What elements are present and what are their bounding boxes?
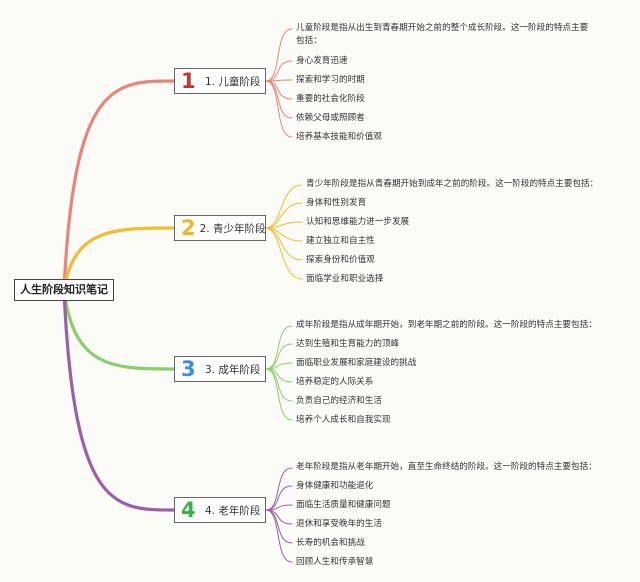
fan-line-1-5	[265, 80, 293, 138]
stage-number-icon: 2	[181, 216, 196, 240]
stage-node-3[interactable]: 3 3. 成年阶段	[174, 356, 266, 382]
branch-line-3	[62, 288, 176, 371]
characteristic-item: 培养稳定的人际关系	[296, 377, 374, 387]
characteristic-item: 身体和性别发育	[306, 198, 367, 208]
stage-label: 3. 成年阶段	[205, 363, 261, 376]
branch-line-4	[62, 288, 176, 512]
stage-label: 1. 儿童阶段	[205, 75, 261, 88]
fan-line-1-0	[265, 28, 293, 82]
characteristic-item: 探索身份和价值观	[306, 255, 375, 265]
characteristic-item: 长寿的机会和挑战	[296, 538, 365, 548]
stage-label: 4. 老年阶段	[205, 504, 261, 517]
branch-line-1	[62, 79, 176, 292]
stage-description: 成年阶段是指从成年期开始，到老年期之前的阶段。这一阶段的特点主要包括：	[296, 320, 597, 330]
stage-node-1[interactable]: 1 1. 儿童阶段	[174, 68, 266, 94]
stage-description: 儿童阶段是指从出生到青春期开始之前的整个成长阶段。这一阶段的特点主要包括：	[296, 23, 589, 46]
fan-line-4-5	[265, 509, 293, 563]
characteristic-item: 建立独立和自主性	[306, 236, 375, 246]
fan-line-3-1	[265, 343, 293, 370]
branch-line-2	[62, 226, 176, 292]
characteristic-item: 面临职业发展和家庭建设的挑战	[296, 358, 417, 368]
fan-line-2-5	[265, 227, 303, 280]
characteristic-item: 重要的社会化阶段	[296, 94, 365, 104]
characteristic-item: 负责自己的经济和生活	[296, 396, 382, 406]
characteristic-item: 退休和享受晚年的生活	[296, 519, 382, 529]
characteristic-item: 面临学业和职业选择	[306, 274, 384, 284]
characteristic-item: 达到生殖和生育能力的顶峰	[296, 339, 400, 349]
characteristic-item: 回顾人生和传承智慧	[296, 557, 374, 567]
fan-line-2-1	[265, 202, 303, 229]
fan-line-4-3	[265, 509, 293, 525]
characteristic-item: 依赖父母或照顾者	[296, 113, 365, 123]
stage-number-icon: 3	[181, 357, 196, 381]
root-node[interactable]: 人生阶段知识笔记	[14, 279, 114, 301]
fan-line-2-4	[265, 227, 303, 261]
characteristic-item: 培养个人成长和自我实现	[296, 415, 391, 425]
characteristic-item: 探索和学习的时期	[296, 75, 365, 85]
stage-label: 2. 青少年阶段	[199, 222, 266, 235]
characteristic-item: 认知和思维能力进一步发展	[306, 217, 410, 227]
stage-description: 老年阶段是指从老年期开始，直至生命终结的阶段。这一阶段的特点主要包括：	[296, 462, 597, 472]
fan-line-3-5	[265, 368, 293, 421]
fan-line-4-1	[265, 485, 293, 511]
fan-line-4-0	[265, 467, 293, 511]
fan-line-1-1	[265, 60, 293, 82]
stage-description: 青少年阶段是指从青春期开始到成年之前的阶段。这一阶段的特点主要包括：	[306, 179, 599, 189]
stage-number-icon: 1	[181, 69, 196, 93]
fan-line-3-3	[265, 368, 293, 383]
characteristic-item: 培养基本技能和价值观	[296, 132, 382, 142]
fan-line-3-0	[265, 325, 293, 370]
characteristic-item: 身心发育迅速	[296, 56, 348, 66]
stage-node-4[interactable]: 4 4. 老年阶段	[174, 497, 266, 523]
fan-line-2-0	[265, 184, 303, 229]
characteristic-item: 面临生活质量和健康问题	[296, 500, 391, 510]
characteristic-item: 身体健康和功能退化	[296, 481, 374, 491]
fan-line-1-3	[265, 80, 293, 100]
stage-number-icon: 4	[181, 498, 196, 522]
